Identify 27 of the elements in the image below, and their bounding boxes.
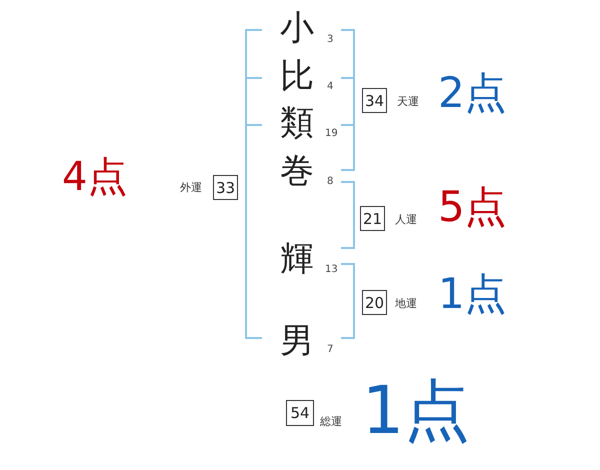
name-character: 比 (279, 59, 315, 93)
score-text: 2点 (438, 72, 507, 114)
name-character: 輝 (279, 242, 315, 276)
name-character: 類 (279, 106, 315, 140)
fortune-label: 地運 (395, 298, 417, 309)
name-character: 小 (279, 11, 315, 45)
fortune-label: 天運 (397, 96, 419, 107)
number-box: 21 (360, 206, 385, 231)
name-character: 巻 (279, 154, 315, 188)
score-text: 5点 (438, 186, 507, 228)
number-box: 34 (362, 88, 387, 113)
number-box: 33 (213, 175, 238, 200)
score-text: 1点 (438, 273, 507, 315)
fortune-label: 人運 (395, 214, 417, 225)
score-text: 4点 (62, 157, 128, 197)
name-character: 男 (279, 324, 315, 358)
fortune-label: 外運 (180, 182, 202, 193)
stroke-count: 19 (325, 129, 338, 139)
number-box: 20 (362, 290, 387, 315)
stroke-count: 4 (327, 82, 334, 92)
score-text: 1点 (362, 378, 470, 444)
stroke-count: 13 (325, 265, 338, 275)
fortune-label: 総運 (320, 416, 342, 427)
stroke-count: 8 (327, 177, 334, 187)
stroke-count: 3 (327, 35, 334, 45)
stroke-count: 7 (327, 345, 334, 355)
number-box: 54 (286, 400, 314, 426)
